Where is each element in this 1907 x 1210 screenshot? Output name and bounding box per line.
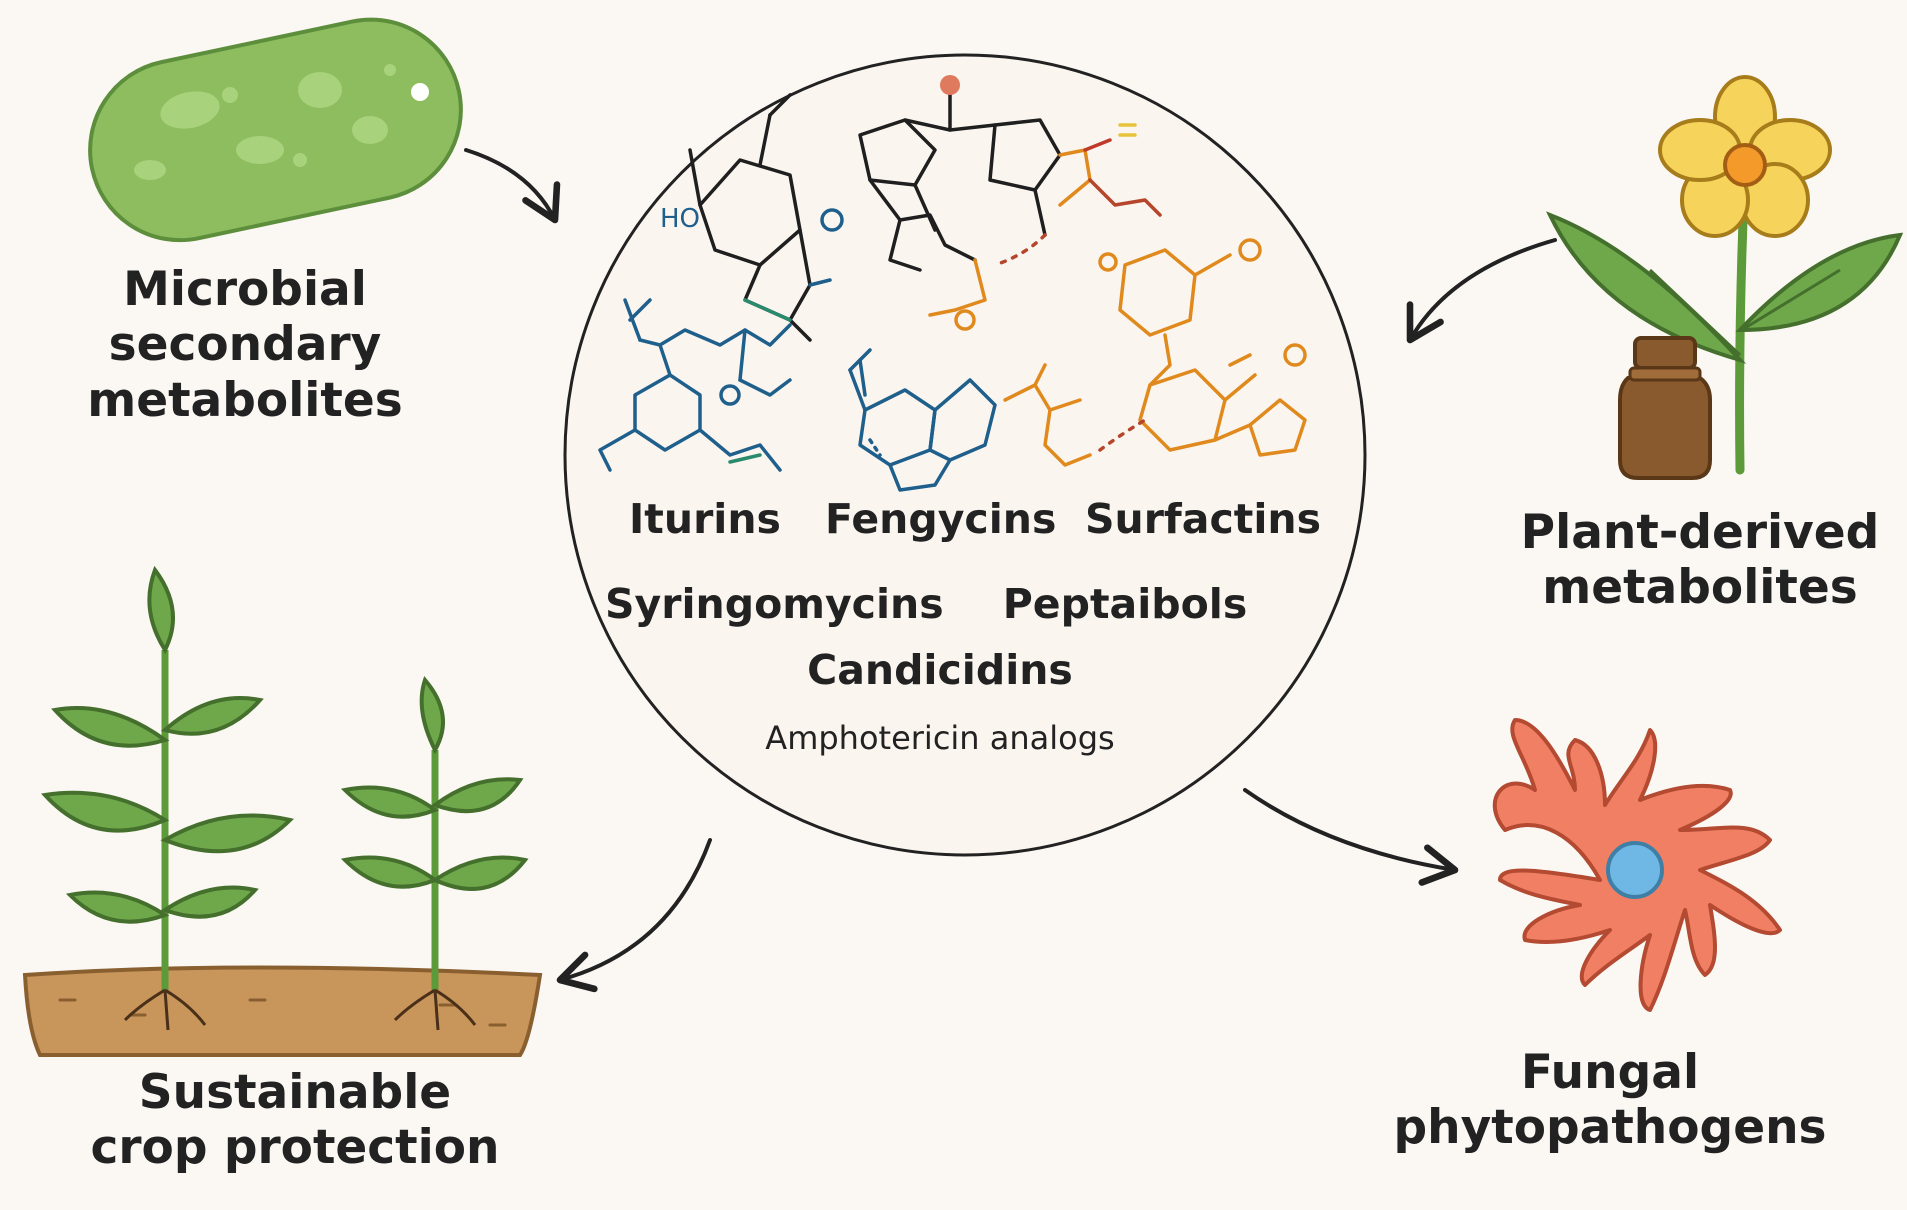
hydroxyl-label: HO [660,204,700,234]
microbial-line-3: metabolites [87,372,403,428]
plant-line-2: metabolites [1542,560,1858,616]
arrow-center-to-fungal [1243,788,1459,886]
fungal-line-2: phytopathogens [1393,1100,1827,1156]
compound-surfactins: Surfactins [1085,495,1321,543]
compound-peptaibols: Peptaibols [1002,580,1248,628]
chemical-structure-icon [1003,363,1147,467]
compound-fengycins: Fengycins [825,495,1057,543]
label-plant-metabolites: Plant-derived metabolites [1500,505,1900,616]
label-fungal-phytopathogens: Fungal phytopathogens [1350,1045,1870,1156]
chemical-structure-icon: HO [660,93,844,342]
compound-candicidins: Candicidins [807,646,1073,694]
microbial-line-1: Microbial [123,262,367,317]
bacterium-icon [88,17,463,243]
fungus-icon [1492,718,1782,1012]
fungal-line-1: Fungal [1520,1045,1700,1100]
seedlings-icon [22,565,543,1057]
bottle-icon [1618,336,1712,480]
label-microbial-metabolites: Microbial secondary metabolites [45,262,445,428]
arrow-microbial-to-center [464,148,561,224]
chemical-structure-icon [598,298,792,472]
plant-line-1: Plant-derived [1520,505,1880,560]
crop-line-1: Sustainable [138,1065,452,1120]
label-crop-protection: Sustainable crop protection [30,1065,560,1176]
compound-iturins: Iturins [629,495,781,543]
chemical-structure-icon [858,75,1162,331]
chemical-structure-icon [848,348,997,492]
compound-syringomycins: Syringomycins [605,580,944,628]
arrow-plant-to-center [1406,238,1557,344]
flower-plant-icon [1546,75,1904,475]
microbial-line-2: secondary [108,317,382,373]
arrow-center-to-crop [556,838,712,993]
chemical-structure-icon [1098,238,1307,457]
compound-amphotericin-analogs: Amphotericin analogs [765,719,1115,757]
crop-line-2: crop protection [90,1120,500,1176]
